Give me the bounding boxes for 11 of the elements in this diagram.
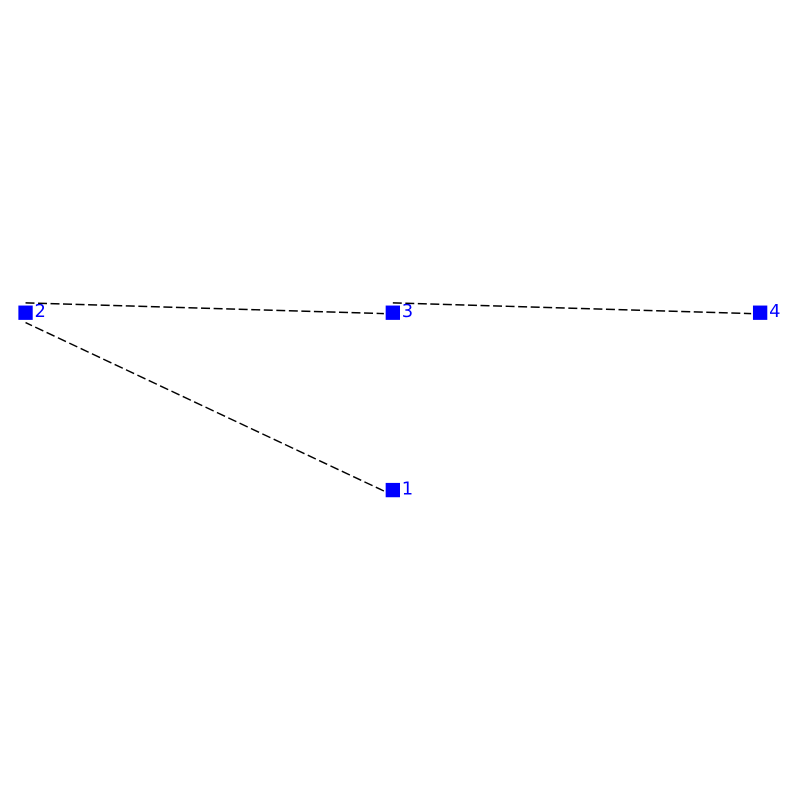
node-box: [18, 305, 33, 320]
node-label: 4: [769, 300, 780, 322]
node-box: [386, 305, 400, 320]
node-label: 3: [402, 300, 414, 322]
node-label: 1: [402, 478, 414, 500]
connector: [392, 302, 752, 314]
node-label: 2: [34, 300, 46, 322]
connector: [25, 321, 384, 492]
node-box: [752, 305, 768, 320]
connector: [26, 302, 384, 314]
node-box: [386, 482, 400, 497]
